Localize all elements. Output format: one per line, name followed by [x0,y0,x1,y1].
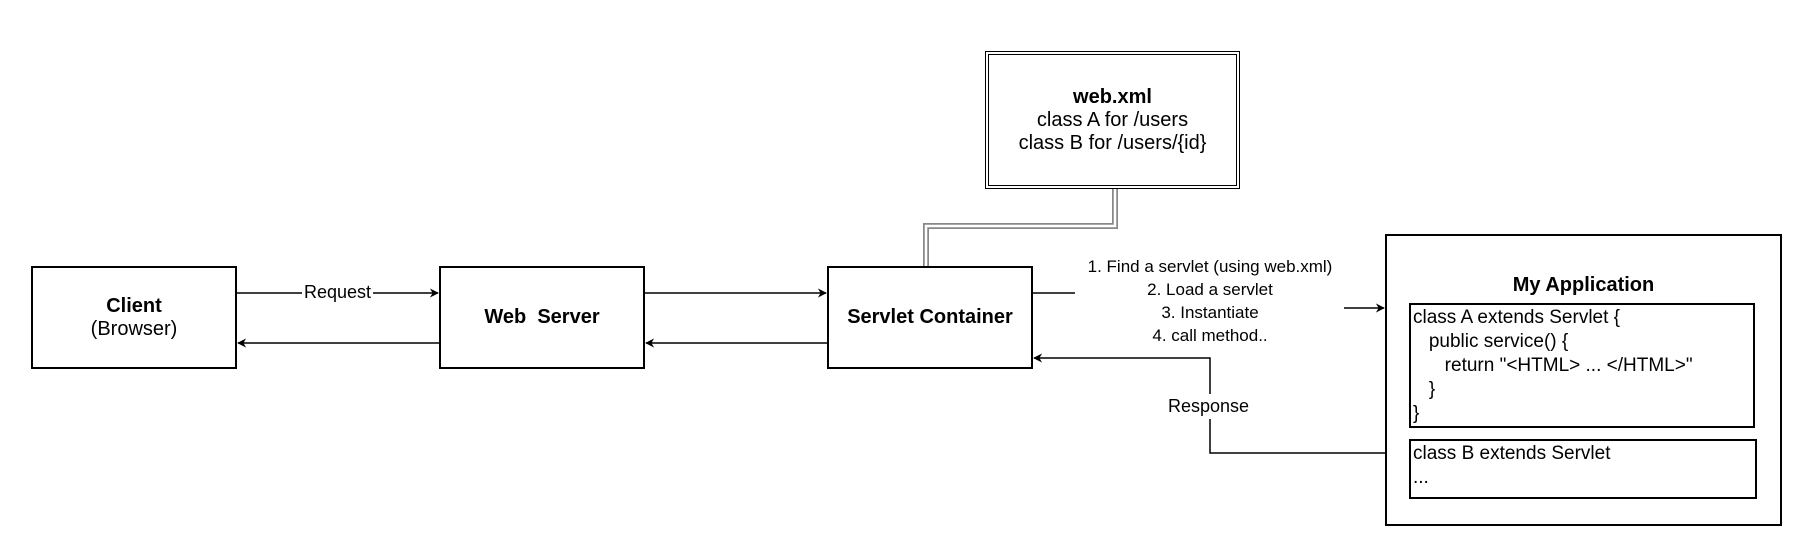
client-box: Client (Browser) [31,266,237,369]
class-a-box: class A extends Servlet { public service… [1409,303,1755,428]
code-line: ... [1413,467,1429,488]
servlet-container-title: Servlet Container [847,306,1013,328]
web-server-title: Web Server [484,306,600,328]
code-line: } [1413,379,1436,400]
code-line: return "<HTML> ... </HTML>" [1413,355,1693,376]
client-title: Client [106,294,162,317]
my-application-title: My Application [1512,274,1655,296]
web-xml-line: class A for /users [1036,108,1189,131]
client-subtitle: (Browser) [90,317,178,340]
code-line: public service() { [1413,331,1569,352]
code-line: class B extends Servlet [1413,443,1611,464]
step-item: 1. Find a servlet (using web.xml) [1087,257,1333,276]
step-item: 3. Instantiate [1161,303,1259,322]
step-item: 4. call method.. [1152,326,1268,345]
servlet-steps: 1. Find a servlet (using web.xml) 2. Loa… [1076,255,1344,347]
webxml-link-inner [924,188,1117,266]
step-item: 2. Load a servlet [1147,280,1273,299]
code-line: class A extends Servlet { [1413,307,1621,328]
web-xml-box: web.xml class A for /users class B for /… [985,51,1240,189]
request-label: Request [302,282,374,303]
web-xml-title: web.xml [1073,85,1152,108]
web-xml-line: class B for /users/{id} [1018,131,1207,154]
code-line: } [1413,403,1420,424]
class-b-box: class B extends Servlet... [1409,439,1757,499]
servlet-container-box: Servlet Container [827,266,1033,369]
web-server-box: Web Server [439,266,645,369]
response-label: Response [1166,394,1252,419]
